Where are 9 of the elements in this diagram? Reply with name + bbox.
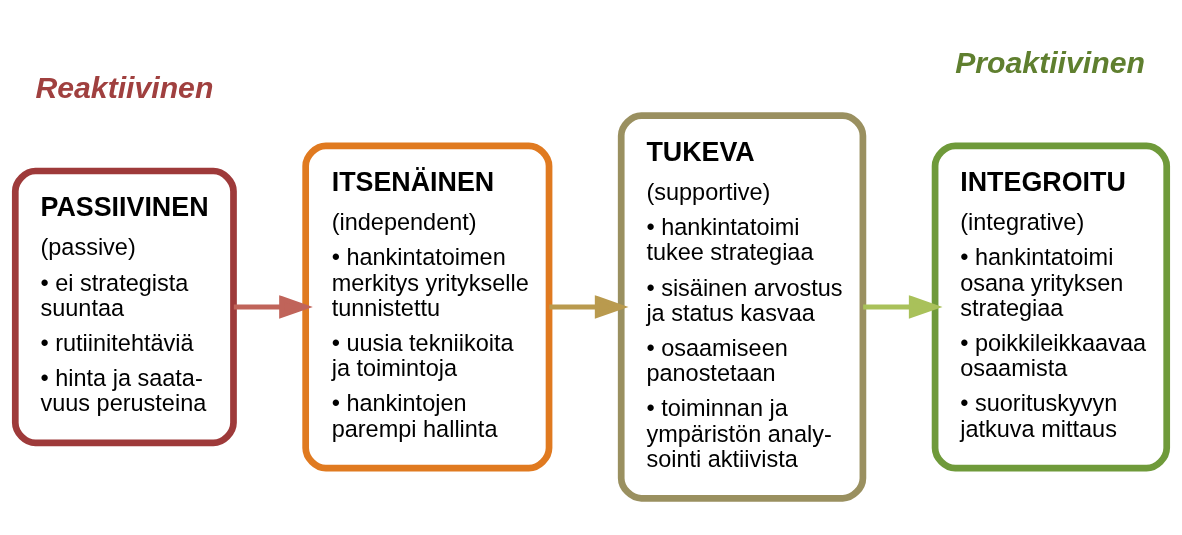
node-box: ITSENÄINEN (independent) • hankintatoimen merkitys yritykselle tunnistettu • uusia tekniikoita ja toimintoja • hankintojen parempi hallinta (302, 142, 553, 472)
arrow (233, 295, 313, 319)
node-box: PASSIIVINEN (passive) • ei strategista suuntaa • rutiinitehtäviä • hinta ja saata- vuus perusteina (11, 167, 237, 447)
arrow (863, 295, 943, 319)
label: Proaktiivinen (955, 45, 1145, 79)
arrow (549, 295, 629, 319)
label: Reaktiivinen (35, 70, 214, 104)
node-box: TUKEVA (supportive) • hankintatoimi tukee strategiaa • sisäinen arvostus ja status kasvaa • osaamiseen panostetaan • toiminnan ja ympäristön analy- sointi aktiivista (617, 112, 867, 502)
node-box: INTEGROITU (integrative) • hankintatoimi osana yrityksen strategiaa • poikkileikkaavaa osaamista • suorituskyvyn jatkuva mittaus (931, 142, 1171, 472)
